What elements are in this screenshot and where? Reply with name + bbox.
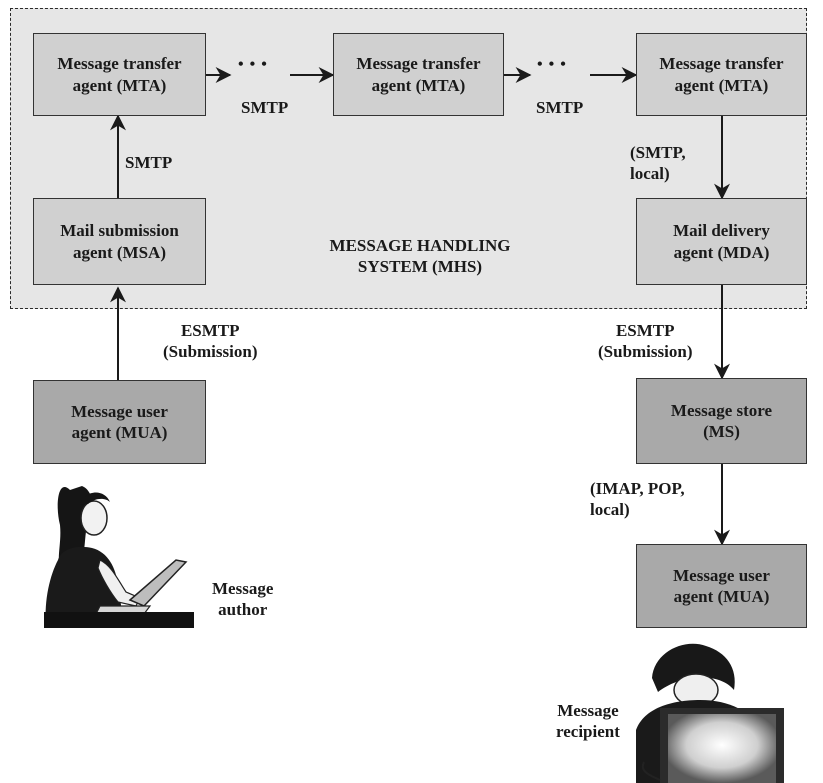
edge-label-ms-mua-line1: (IMAP, POP, [590, 479, 685, 498]
mta-box-3-line2: agent (MTA) [674, 75, 769, 95]
edge-label-mta-mda-line2: local) [630, 164, 670, 184]
recipient-illustration [636, 643, 784, 783]
author-label: Message author [212, 578, 273, 621]
ms-box: Message store (MS) [636, 378, 807, 464]
edge-label-mta-mda-line1: (SMTP, [630, 143, 686, 162]
mta-box-3-line1: Message transfer [659, 54, 784, 74]
edge-label-ms-mua: (IMAP, POP, local) [590, 478, 685, 521]
mta-box-2: Message transfer agent (MTA) [333, 33, 504, 116]
author-label-line1: Message [212, 579, 274, 598]
recipient-label-line2: recipient [556, 722, 620, 742]
edge-label-ms-mua-line2: local) [590, 500, 630, 520]
edge-label-mda-ms-line1: ESMTP [615, 321, 675, 340]
mhs-region-label: MESSAGE HANDLING SYSTEM (MHS) [300, 235, 540, 278]
ellipsis-1: • • • [238, 56, 268, 73]
recipient-label-line1: Message [557, 701, 619, 720]
ms-box-line1: Message store [670, 400, 773, 420]
mta-box-2-line1: Message transfer [356, 54, 481, 74]
mda-box-line2: agent (MDA) [673, 242, 770, 262]
mhs-region-label-line2: SYSTEM (MHS) [357, 257, 483, 277]
msa-box-line1: Mail submission [60, 221, 179, 241]
mta-box-2-line2: agent (MTA) [371, 75, 466, 95]
ellipsis-2: • • • [537, 56, 567, 73]
mta-box-1-line2: agent (MTA) [72, 75, 167, 95]
mda-box: Mail delivery agent (MDA) [636, 198, 807, 285]
edge-label-smtp-1: SMTP [241, 98, 289, 117]
recipient-label: Message recipient [556, 700, 620, 743]
msa-box-line2: agent (MSA) [72, 242, 166, 262]
mua-recipient-box-line2: agent (MUA) [673, 587, 770, 606]
edge-label-mda-ms: ESMTP (Submission) [598, 320, 692, 363]
edge-label-mda-ms-line2: (Submission) [598, 342, 693, 362]
mua-author-box: Message user agent (MUA) [33, 380, 206, 464]
mua-author-box-line2: agent (MUA) [71, 423, 168, 442]
edge-label-mua-msa: ESMTP (Submission) [163, 320, 257, 363]
mua-recipient-box: Message user agent (MUA) [636, 544, 807, 628]
ms-box-line2: (MS) [703, 422, 740, 441]
edge-label-mua-msa-line2: (Submission) [163, 342, 258, 362]
msa-box: Mail submission agent (MSA) [33, 198, 206, 285]
mhs-region-label-line1: MESSAGE HANDLING [329, 236, 511, 255]
edge-label-mua-msa-line1: ESMTP [180, 321, 240, 340]
mta-box-1-line1: Message transfer [57, 54, 182, 74]
mta-box-1: Message transfer agent (MTA) [33, 33, 206, 116]
edge-label-smtp-2: SMTP [536, 98, 584, 117]
mua-author-box-line1: Message user [71, 401, 168, 421]
mda-box-line1: Mail delivery [673, 221, 770, 241]
author-illustration [44, 486, 194, 628]
edge-label-mta-mda: (SMTP, local) [630, 142, 686, 185]
author-label-line2: author [218, 600, 268, 620]
mua-recipient-box-line1: Message user [673, 565, 770, 585]
edge-label-smtp-3: SMTP [125, 153, 173, 172]
mta-box-3: Message transfer agent (MTA) [636, 33, 807, 116]
